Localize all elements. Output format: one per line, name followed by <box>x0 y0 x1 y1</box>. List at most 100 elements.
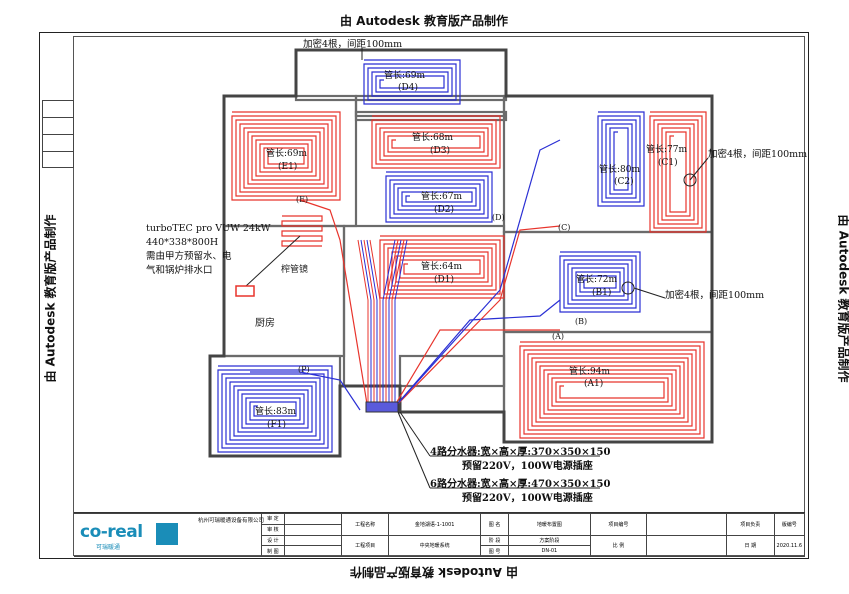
loop-f1-code: (F1) <box>267 420 286 430</box>
supply-pipe-e <box>299 199 369 411</box>
loop-c1-path <box>649 111 707 233</box>
loop-d4-path <box>363 59 461 105</box>
tb-approver-label: 审 定 <box>261 513 285 525</box>
tb-company: 杭州可瑞暖通设备有限公司 <box>198 518 265 524</box>
title-block: 审 定 工程名称 金地湖语-1-1001 图 名 地暖布置图 项目编号 项目负责… <box>74 512 806 557</box>
supply-pipe-a <box>391 329 560 411</box>
supply-pipe-0 <box>357 239 369 410</box>
loop-c2-length: 管长:80m <box>599 165 641 175</box>
loop-d2-code: (D2) <box>434 205 454 215</box>
tb-stage-value: 方案阶段 <box>508 534 591 547</box>
tb-drawing-value: 地暖布置图 <box>508 513 591 536</box>
loop-a1-code: (A1) <box>584 379 604 389</box>
supply-pipe-1 <box>360 239 372 410</box>
loop-b1-code: (B1) <box>592 288 612 298</box>
marker-d: (D) <box>492 213 505 222</box>
loop-b1-length: 管长:72m <box>576 275 618 285</box>
exterior-wall <box>208 48 714 458</box>
tb-item-value: 中央地暖系统 <box>388 534 482 557</box>
leader-right-density-2 <box>633 287 666 299</box>
tb-drawer-label: 制 图 <box>261 545 285 557</box>
supply-pipe-6 <box>385 239 399 410</box>
loop-d3-code: (D3) <box>430 146 450 156</box>
revision-strip <box>42 100 74 168</box>
loop-c2-code: (C2) <box>614 177 634 187</box>
loop-a1-length: 管长:94m <box>569 367 611 377</box>
marker-e: (E) <box>296 195 309 204</box>
tb-designer-label: 设 计 <box>261 534 285 547</box>
loop-e1-code: (E1) <box>278 162 298 172</box>
loop-d3-length: 管长:68m <box>412 133 454 143</box>
leader-right-density-1 <box>689 157 709 181</box>
supply-pipe-9 <box>394 239 408 410</box>
loop-c2-path <box>597 111 645 207</box>
tb-item-label: 工程项目 <box>340 534 390 557</box>
tb-number-label: 图 号 <box>480 545 510 557</box>
supply-pipe-c2 <box>391 139 561 411</box>
tb-drawing-label: 图 名 <box>480 513 510 536</box>
loop-d1-path <box>379 235 505 299</box>
boiler-note-2: 440*338*800H <box>146 237 219 248</box>
supply-pipe-f <box>250 371 361 411</box>
loop-e1-path <box>231 111 341 201</box>
loop-a1-path <box>519 341 705 439</box>
sheet-frame <box>39 32 809 559</box>
manifold-4-line1: 4路分水器:宽×高×厚:370×350×150 <box>430 447 611 458</box>
tb-rev-label: 版编号 <box>773 513 806 536</box>
supply-pipe-4 <box>369 239 381 410</box>
supply-pipe-2 <box>363 239 375 410</box>
manifold-6-line1: 6路分水器:宽×高×厚:470×350×150 <box>430 479 611 490</box>
loop-f1-path <box>217 365 333 453</box>
boiler-note-1: turboTEC pro VUW 24kW <box>146 223 271 234</box>
marker-p: (P) <box>298 365 310 374</box>
marker-b: (B) <box>575 317 588 326</box>
logo-subtext: 可瑞暖通 <box>96 544 121 551</box>
tb-checker-label: 审 核 <box>261 523 285 536</box>
walls <box>208 48 714 458</box>
manifold-6-line2: 预留220V，100W电源插座 <box>462 493 593 504</box>
house-icon <box>156 523 178 545</box>
marker-a: (A) <box>552 332 565 341</box>
boiler <box>235 285 255 297</box>
loop-d2-path <box>385 171 493 223</box>
loop-d4-length: 管长:69m <box>384 71 426 81</box>
loop-f1-length: 管长:83m <box>255 407 297 417</box>
marker-c: (C) <box>558 223 571 232</box>
leader-manifold-4 <box>399 411 431 457</box>
room-cabinet: 榨管镜 <box>280 262 310 275</box>
manifold-4-line2: 预留220V，100W电源插座 <box>462 461 593 472</box>
boiler-note-4: 气和锅炉排水口 <box>146 265 213 276</box>
supply-pipe-7 <box>388 239 402 410</box>
tb-projlead-label: 项目负责 <box>726 513 775 536</box>
watermark-top: 由 Autodesk 教育版产品制作 <box>340 14 509 28</box>
loop-d1-length: 管长:64m <box>421 262 463 272</box>
heating-loops <box>217 59 707 453</box>
company-logo: co-real 可瑞暖通 <box>78 518 198 554</box>
note-top-density: 加密4根，间距100mm <box>303 39 403 50</box>
loop-d4-code: (D4) <box>398 83 418 93</box>
supply-pipe-c <box>391 225 561 411</box>
loop-c1-length: 管长:77m <box>646 145 688 155</box>
tb-project-label: 工程名称 <box>340 513 390 536</box>
supply-pipe-8 <box>391 239 405 410</box>
supply-pipes <box>250 139 561 413</box>
leader-manifold-6 <box>397 411 431 489</box>
tb-projno-label: 项目编号 <box>589 513 648 536</box>
note-right-density-1: 加密4根，间距100mm <box>708 149 808 160</box>
loop-b1-path <box>559 251 641 313</box>
tb-number-value: DN-01 <box>508 545 591 557</box>
leader-boiler <box>245 235 301 287</box>
loop-e1-length: 管长:69m <box>266 149 308 159</box>
loop-bath-path <box>281 215 323 247</box>
note-right-density-2: 加密4根，间距100mm <box>665 290 765 301</box>
tb-date-label: 日 期 <box>726 534 775 557</box>
leader-lines <box>235 48 709 489</box>
boiler-note-3: 需由甲方预留水、电 <box>146 251 232 262</box>
room-kitchen: 厨房 <box>254 314 276 329</box>
tb-date-value: 2020.11.6 <box>773 534 806 557</box>
loop-d2-length: 管长:67m <box>421 192 463 202</box>
supply-pipe-5 <box>382 239 396 410</box>
logo-text: co-real <box>80 522 143 542</box>
